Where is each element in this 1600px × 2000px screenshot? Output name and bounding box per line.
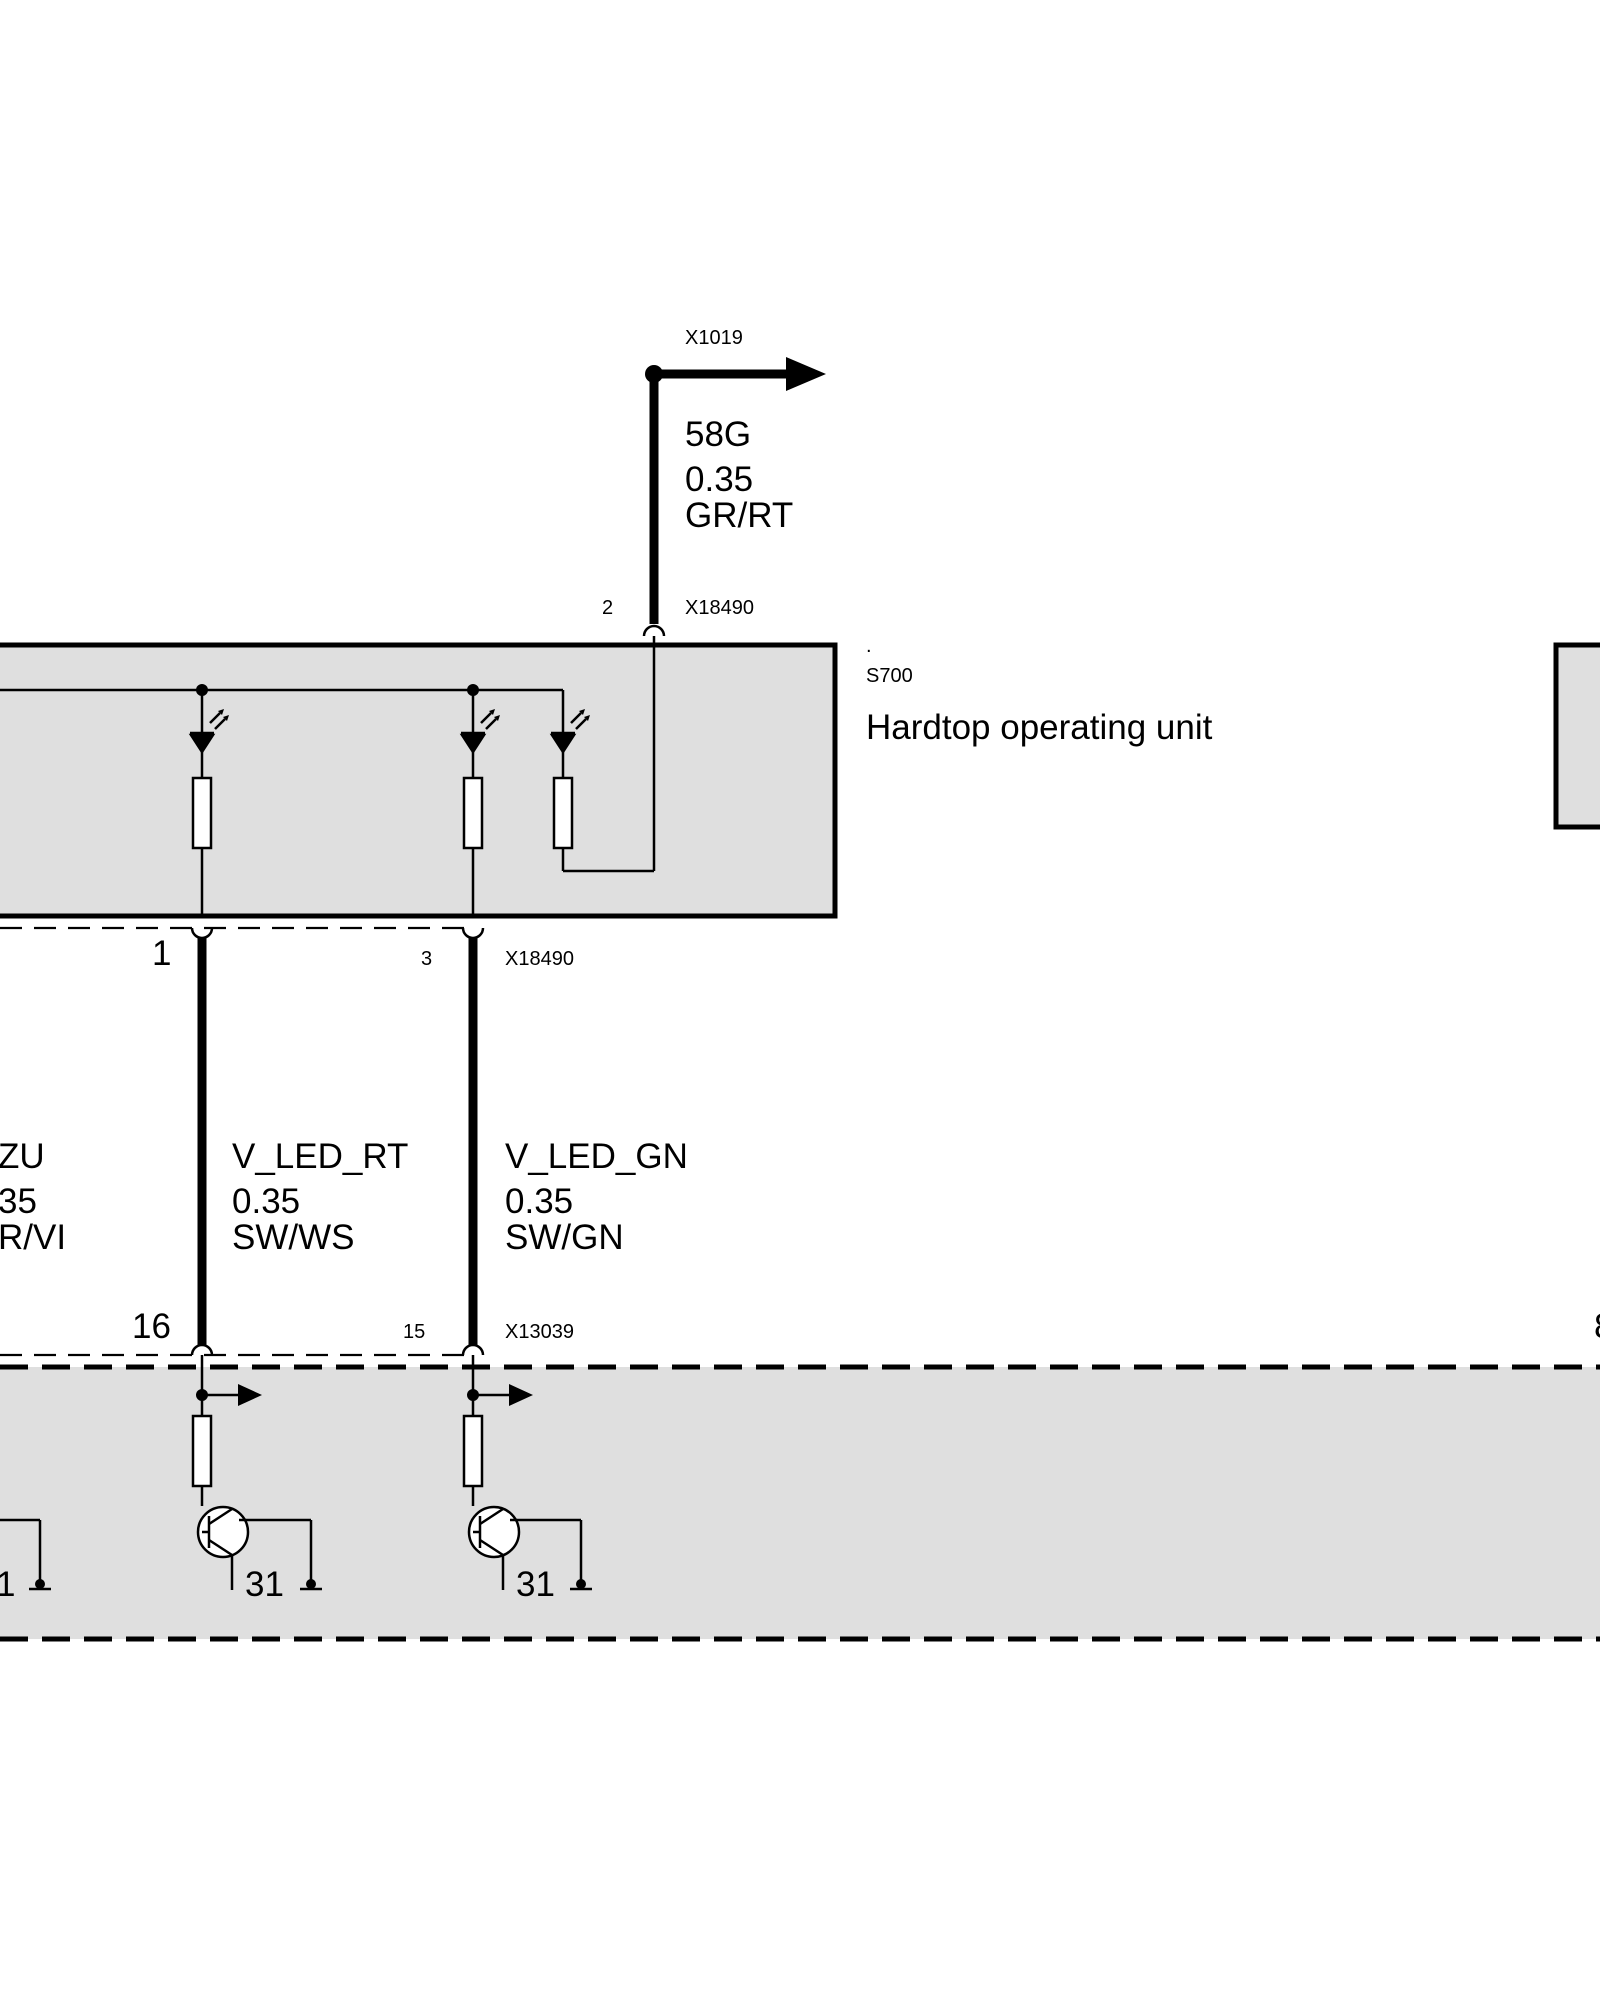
light-rays-icon bbox=[480, 712, 497, 730]
wire-left-gauge: 35 bbox=[0, 1182, 37, 1221]
output-stage-left-partial bbox=[0, 1518, 51, 1591]
right-edge-box bbox=[1553, 642, 1600, 830]
led-green-icon bbox=[459, 733, 487, 755]
splice-dot bbox=[645, 365, 663, 383]
pin-3-label: 3 bbox=[421, 948, 432, 970]
wire-rt-gauge: 0.35 bbox=[232, 1182, 300, 1221]
wire-gn-color: SW/GN bbox=[505, 1218, 624, 1257]
wire-rt-color: SW/WS bbox=[232, 1218, 354, 1257]
wire-58g-signal: 58G bbox=[685, 415, 751, 454]
pin-8-label-partial: 8 bbox=[1594, 1307, 1600, 1346]
wire-rt-signal: V_LED_RT bbox=[232, 1137, 408, 1176]
wire-left-color: R/VI bbox=[0, 1218, 66, 1257]
component-dot: . bbox=[866, 635, 872, 657]
wire-58g-color: GR/RT bbox=[685, 496, 793, 535]
ground-right-label: 31 bbox=[516, 1565, 555, 1604]
pin-3-socket-icon bbox=[461, 927, 485, 940]
led-red-icon bbox=[188, 733, 216, 755]
component-name: Hardtop operating unit bbox=[866, 708, 1213, 747]
wire-58g-gauge: 0.35 bbox=[685, 460, 753, 499]
resistor-icon bbox=[462, 1414, 484, 1488]
resistor-icon bbox=[552, 776, 574, 850]
connector-x1019-label: X1019 bbox=[685, 327, 743, 349]
hardtop-unit-box bbox=[0, 642, 838, 919]
light-rays-icon bbox=[570, 712, 587, 730]
led-branch-red bbox=[188, 690, 229, 916]
arrow-right-icon bbox=[786, 357, 826, 391]
led-branch-illumination bbox=[549, 690, 590, 871]
pin-16-socket-icon bbox=[190, 1343, 214, 1356]
wire-gn-signal: V_LED_GN bbox=[505, 1137, 688, 1176]
connector-x18490-mid-label: X18490 bbox=[505, 948, 574, 970]
pin-2-socket-icon bbox=[642, 624, 666, 637]
wire-gn-gauge: 0.35 bbox=[505, 1182, 573, 1221]
output-stage-gn bbox=[462, 1355, 592, 1591]
led-branch-green bbox=[459, 690, 500, 916]
light-rays-icon bbox=[209, 712, 226, 730]
arrow-right-icon bbox=[509, 1384, 533, 1406]
pin-16-label: 16 bbox=[132, 1307, 171, 1346]
pin-1-label: 1 bbox=[152, 934, 171, 973]
component-id: S700 bbox=[866, 665, 913, 687]
resistor-icon bbox=[191, 776, 213, 850]
transistor-icon bbox=[467, 1505, 521, 1559]
pin-15-label: 15 bbox=[403, 1321, 425, 1343]
resistor-icon bbox=[191, 1414, 213, 1488]
pin-2-label: 2 bbox=[602, 597, 613, 619]
pin-1-socket-icon bbox=[190, 927, 214, 940]
control-unit-box bbox=[0, 1367, 1600, 1639]
ground-mid-label: 31 bbox=[245, 1565, 284, 1604]
led-illumination-icon bbox=[549, 733, 577, 755]
transistor-icon bbox=[196, 1505, 250, 1559]
connector-x18490-top-label: X18490 bbox=[685, 597, 754, 619]
connector-x13039-label: X13039 bbox=[505, 1321, 574, 1343]
resistor-icon bbox=[462, 776, 484, 850]
arrow-right-icon bbox=[238, 1384, 262, 1406]
output-stage-rt bbox=[191, 1355, 322, 1591]
pin-15-socket-icon bbox=[461, 1343, 485, 1356]
ground-left-label: 1 bbox=[0, 1565, 15, 1604]
wire-left-signal: ZU bbox=[0, 1137, 45, 1176]
